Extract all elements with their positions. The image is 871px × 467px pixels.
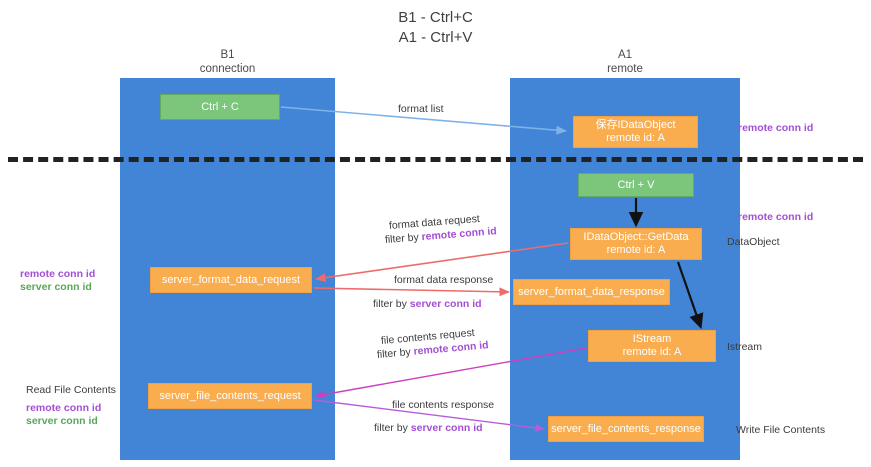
lane-header-a1: A1 remote (510, 48, 740, 76)
node-istream-remote-id: remote id: A (622, 346, 682, 358)
label-file-contents-response: file contents response (392, 399, 495, 411)
title-line-2: A1 - Ctrl+V (398, 29, 473, 46)
node-ctrl-v[interactable]: Ctrl + V (578, 173, 694, 197)
remote-conn-id-text: remote conn id (20, 268, 96, 280)
label-filter-by-server-conn-id-format: filter by server conn id (373, 298, 482, 311)
node-server-file-contents-response[interactable]: server_file_contents_response (548, 416, 704, 442)
label-conn-ids-file: remote conn id server conn id (26, 402, 101, 428)
phase-divider (8, 157, 863, 162)
label-format-list: format list (398, 103, 444, 115)
title-line-1: B1 - Ctrl+C (398, 9, 473, 26)
node-ctrl-c[interactable]: Ctrl + C (160, 94, 280, 120)
node-idataobject[interactable]: 保存IDataObject remote id: A (573, 116, 698, 148)
lane-a1-name: A1 (617, 49, 633, 61)
server-conn-id-text: server conn id (26, 415, 98, 427)
label-read-file-contents: Read File Contents (26, 384, 116, 396)
page-title: B1 - Ctrl+C A1 - Ctrl+V (0, 8, 871, 48)
node-idataobject-getdata[interactable]: IDataObject::GetData remote id: A (570, 228, 702, 260)
node-server-format-data-request[interactable]: server_format_data_request (150, 267, 312, 293)
node-istream[interactable]: IStream remote id: A (588, 330, 716, 362)
lane-header-b1: B1 connection (120, 48, 335, 76)
node-idataobject-remote-id: remote id: A (606, 132, 665, 144)
filter-by-text: filter by (374, 422, 408, 434)
lane-b1-name: B1 (220, 49, 235, 61)
label-filter-by-server-conn-id-file: filter by server conn id (374, 422, 483, 435)
node-server-file-contents-request[interactable]: server_file_contents_request (148, 383, 312, 409)
server-conn-id-text: server conn id (20, 281, 92, 293)
node-ctrl-c-label: Ctrl + C (201, 100, 239, 113)
node-getdata-remote-id: remote id: A (606, 244, 666, 256)
node-server-file-contents-response-label: server_file_contents_response (551, 422, 701, 435)
remote-conn-id-text: remote conn id (26, 402, 102, 414)
filter-by-text: filter by (373, 298, 407, 310)
node-server-format-data-request-label: server_format_data_request (161, 273, 301, 286)
node-server-format-data-response-label: server_format_data_response (518, 285, 665, 298)
label-istream: Istream (727, 341, 763, 353)
label-format-data-response: format data response (394, 274, 494, 286)
lane-b1-role: connection (199, 63, 256, 75)
node-server-file-contents-request-label: server_file_contents_request (159, 389, 301, 402)
filter-by-text: filter by (384, 231, 420, 246)
wire-format-data-response (313, 287, 510, 297)
server-conn-id-text: server conn id (410, 422, 483, 434)
label-remote-conn-id-middle: remote conn id (738, 211, 814, 223)
node-idataobject-title: 保存IDataObject (595, 119, 676, 131)
label-remote-conn-id-top: remote conn id (738, 122, 814, 134)
node-getdata-title: IDataObject::GetData (583, 231, 689, 243)
filter-by-text: filter by (376, 346, 412, 361)
label-conn-ids-format: remote conn id server conn id (20, 268, 95, 294)
server-conn-id-text: server conn id (409, 298, 482, 310)
lane-a1-role: remote (607, 63, 643, 75)
node-server-format-data-response[interactable]: server_format_data_response (513, 279, 670, 305)
label-data-object: DataObject (727, 236, 780, 248)
node-istream-title: IStream (632, 333, 672, 345)
label-write-file-contents: Write File Contents (736, 424, 826, 436)
node-ctrl-v-label: Ctrl + V (617, 178, 655, 191)
